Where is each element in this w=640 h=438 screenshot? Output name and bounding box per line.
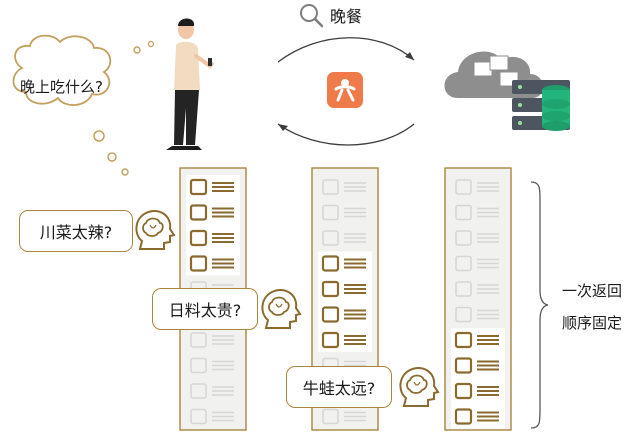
query-bubble-1: 川菜太辣? [19, 210, 133, 252]
result-item [190, 408, 234, 425]
result-item [322, 230, 366, 246]
result-item [189, 178, 234, 196]
result-item [454, 357, 499, 374]
result-item [321, 306, 366, 323]
result-item [190, 357, 234, 374]
result-item [322, 179, 366, 195]
request-arrow [277, 37, 415, 63]
result-item [454, 331, 499, 349]
result-item [322, 408, 366, 425]
person-icon [166, 18, 214, 150]
query-text-2: 日料太贵? [168, 301, 242, 320]
result-note-line2: 顺序固定 [562, 314, 623, 332]
result-item [455, 255, 499, 272]
top-illustration [12, 18, 570, 176]
result-item [190, 332, 234, 348]
result-item [322, 204, 366, 221]
query-bubble-2: 日料太贵? [152, 288, 258, 330]
result-note-line1: 一次返回 [562, 282, 623, 300]
search-icon [300, 4, 324, 28]
response-arrow [277, 123, 415, 146]
result-item [455, 281, 499, 297]
head-thinking-icon-3 [399, 367, 440, 407]
result-item [190, 383, 234, 399]
result-item [189, 255, 234, 272]
result-item [454, 408, 499, 425]
query-text-3: 牛蛙太远? [302, 379, 376, 398]
result-item [321, 280, 366, 298]
head-thinking-icon-1 [135, 210, 176, 250]
query-text-1: 川菜太辣? [39, 223, 113, 242]
head-thinking-icon-2 [261, 289, 302, 329]
result-item [189, 204, 234, 221]
result-item [455, 230, 499, 246]
result-item [455, 306, 499, 323]
result-item [189, 229, 234, 247]
cloud-database-server-icon [444, 51, 570, 131]
result-item [321, 255, 366, 272]
result-item [455, 179, 499, 195]
search-label: 晚餐 [298, 2, 362, 28]
result-item [321, 331, 366, 349]
dianping-app-icon[interactable] [327, 72, 363, 108]
result-item [454, 382, 499, 400]
query-bubble-3: 牛蛙太远? [286, 366, 392, 408]
result-brace [530, 181, 549, 429]
user-thought-text: 晚上吃什么? [20, 78, 103, 96]
thought-cloud [12, 34, 155, 176]
result-item [455, 204, 499, 221]
search-query: 晚餐 [330, 7, 363, 26]
